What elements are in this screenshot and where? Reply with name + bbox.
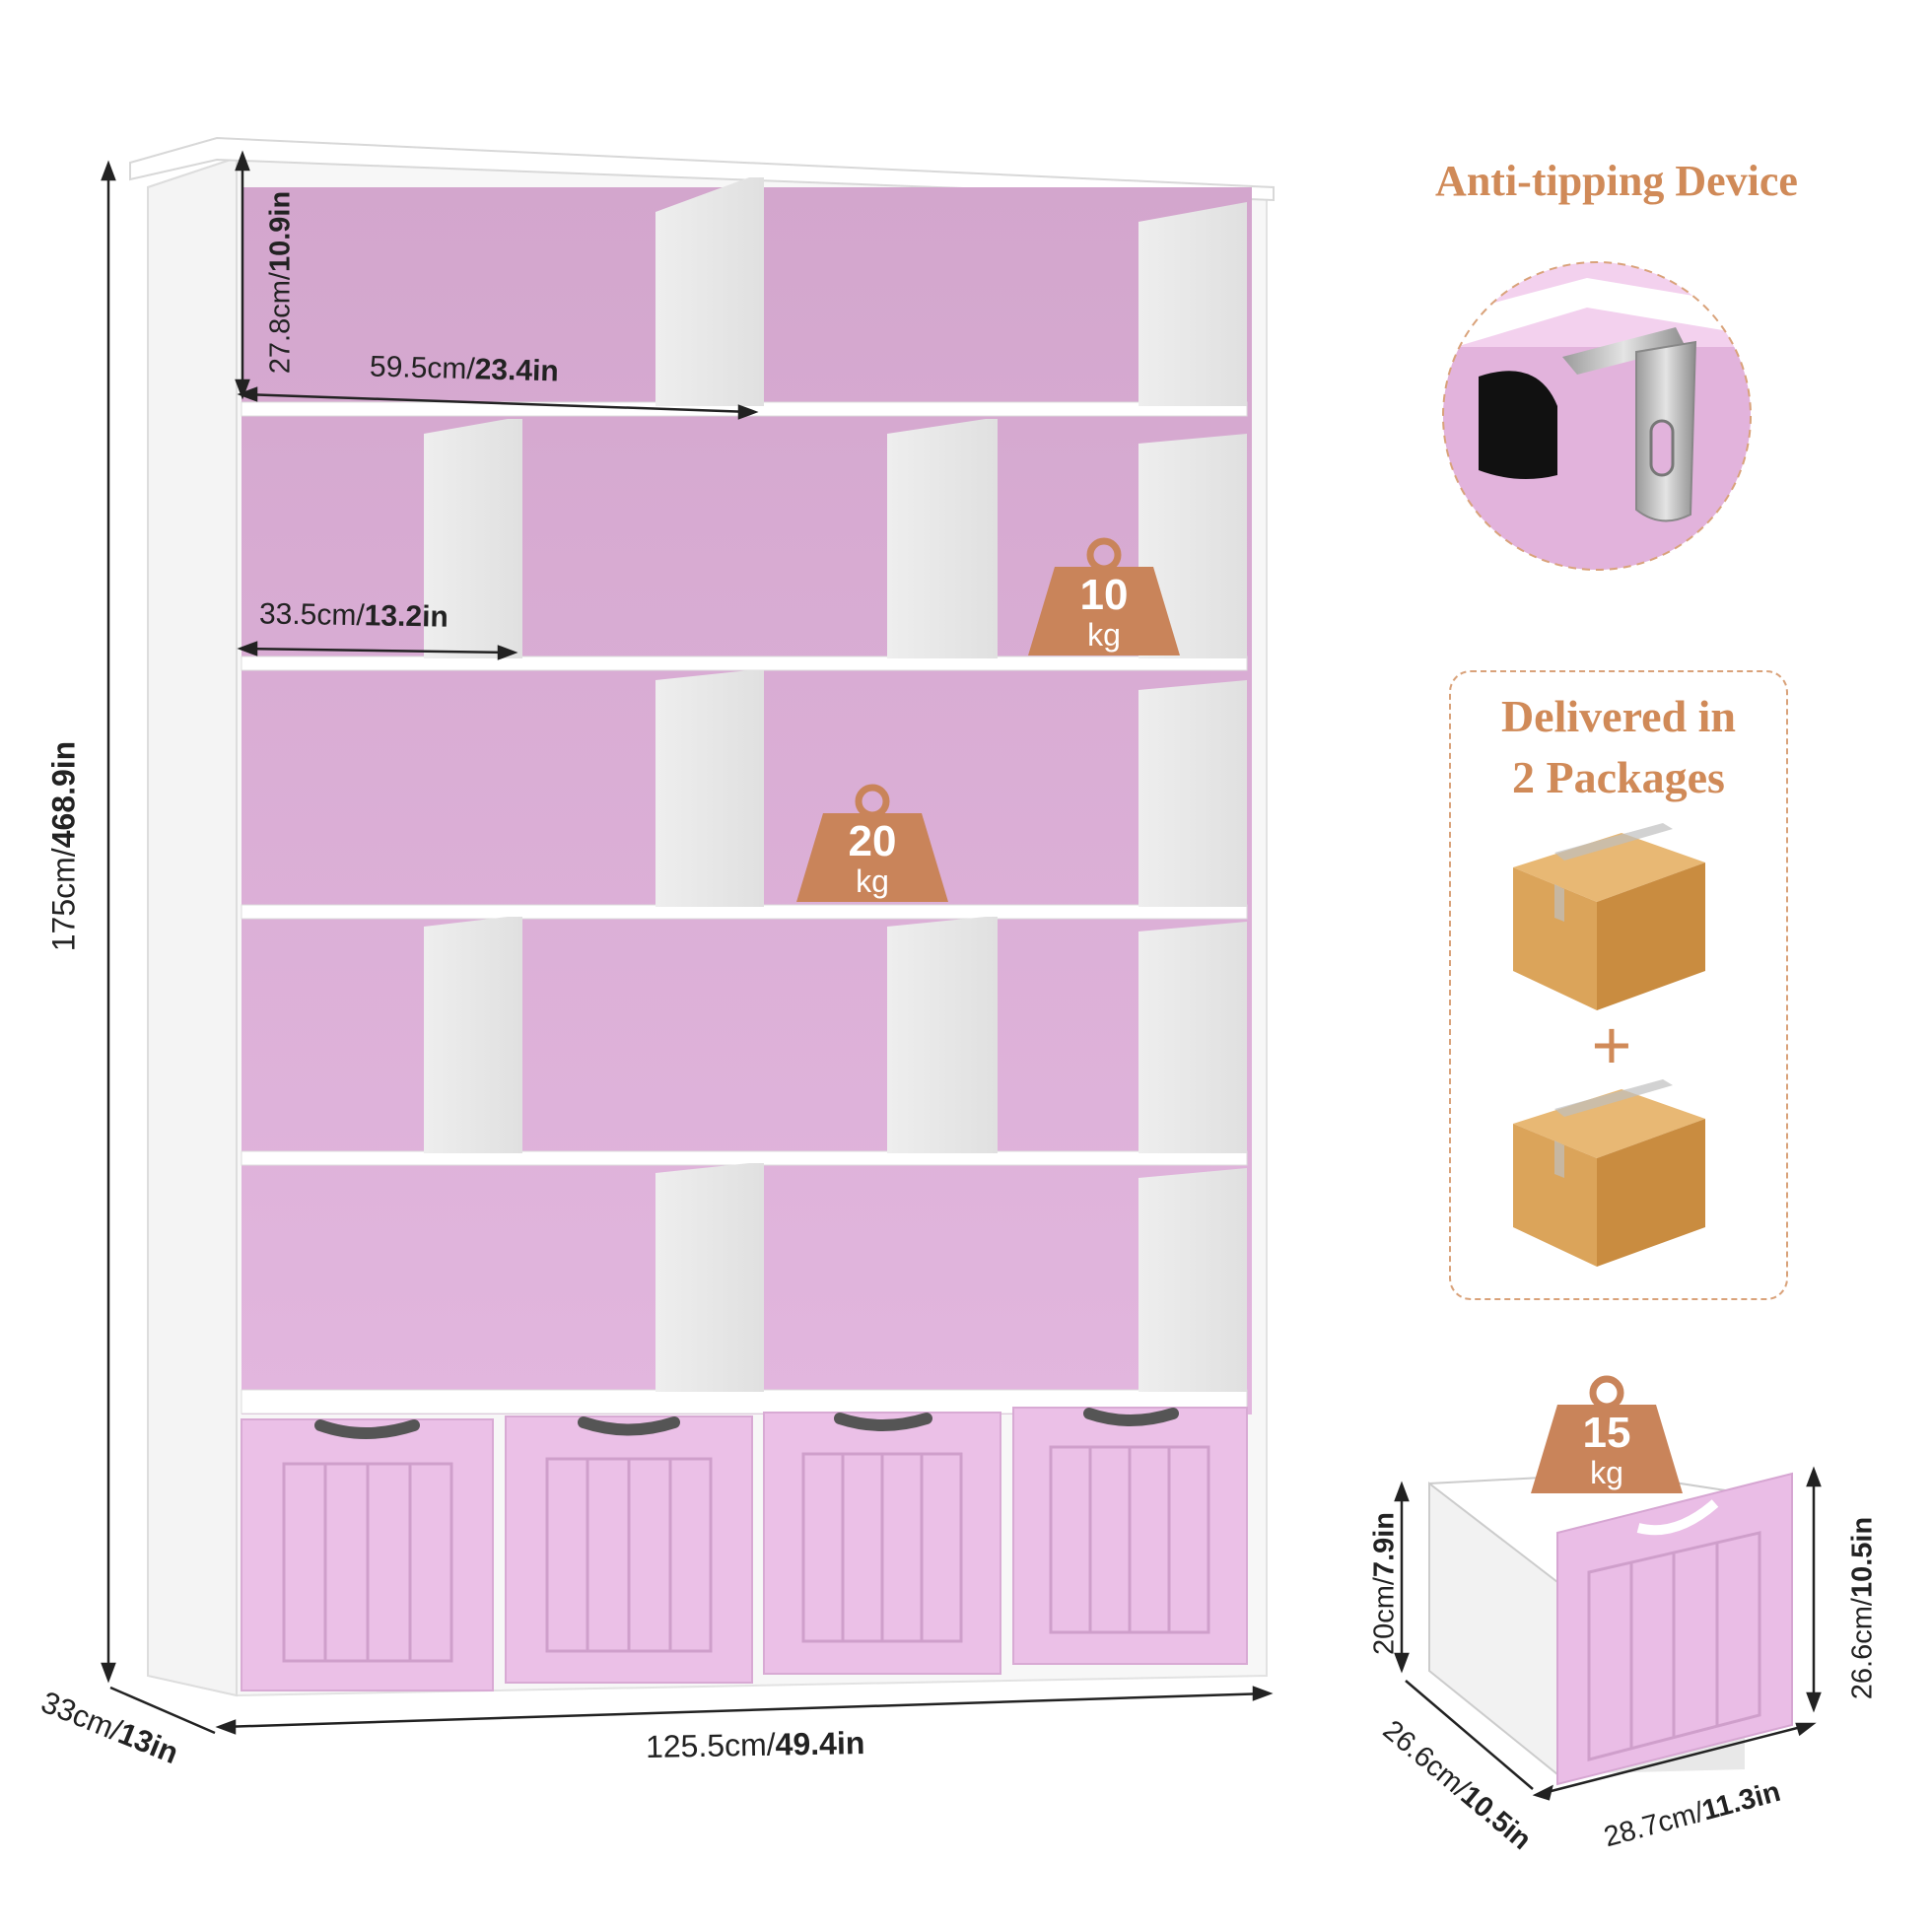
- cube-height-in: 10.9in: [264, 190, 297, 273]
- small-cube-width-cm: 33.5cm/: [258, 597, 366, 633]
- anti-tipping-bracket-icon: [1442, 261, 1752, 571]
- drawer-height-label: 20cm/7.9in: [1369, 1485, 1402, 1683]
- large-cube-width-in: 23.4in: [474, 353, 560, 388]
- drawer-front-height-in: 10.5in: [1846, 1516, 1879, 1599]
- cardboard-box-icon: [1513, 823, 1705, 1010]
- drawer-front-height-cm: 26.6cm/: [1846, 1598, 1879, 1700]
- weight-icon: 15 kg: [1531, 1375, 1683, 1493]
- weight-unit-15: kg: [1590, 1455, 1623, 1490]
- weight-value-20: 20: [849, 817, 897, 865]
- weight-value-10: 10: [1080, 571, 1129, 619]
- large-cube-width-cm: 59.5cm/: [369, 350, 476, 386]
- cube-height-dimension-label: 27.8cm/10.9in: [265, 160, 298, 406]
- packages-title-line2: 2 Packages: [1512, 752, 1725, 802]
- weight-unit-20: kg: [856, 863, 889, 899]
- drawer-front-height-label: 26.6cm/10.5in: [1847, 1495, 1880, 1722]
- height-cm: 175cm/: [45, 848, 82, 952]
- width-cm: 125.5cm/: [645, 1726, 776, 1764]
- bookshelf-illustration: 10 kg 20 kg: [101, 136, 1275, 1735]
- packages-panel: [1449, 670, 1788, 1300]
- packages-title-line1: Delivered in: [1500, 691, 1737, 741]
- drawer-height-cm: 20cm/: [1368, 1577, 1401, 1656]
- drawer-bin-icon: [241, 1407, 1248, 1691]
- drawer-bin-icon: 15 kg: [1394, 1375, 1822, 1801]
- width-in: 49.4in: [775, 1725, 865, 1762]
- small-cube-width-in: 13.2in: [364, 599, 449, 634]
- large-cube-width-label: 59.5cm/23.4in: [370, 350, 560, 388]
- height-in: 468.9in: [45, 740, 82, 849]
- weight-icon: 20 kg: [796, 784, 948, 902]
- height-dimension-label: 175cm/468.9in: [46, 724, 83, 970]
- weight-value-15: 15: [1583, 1409, 1631, 1457]
- weight-unit-10: kg: [1087, 617, 1121, 653]
- plus-icon: +: [1591, 1006, 1632, 1083]
- dimension-lines: [101, 150, 1274, 1735]
- small-cube-width-label: 33.5cm/13.2in: [259, 597, 448, 634]
- weight-icon: 10 kg: [1028, 537, 1180, 656]
- anti-tipping-title: Anti-tipping Device: [1435, 157, 1798, 205]
- cube-height-cm: 27.8cm/: [264, 272, 297, 375]
- width-dimension-label: 125.5cm/49.4in: [646, 1725, 865, 1765]
- drawer-height-in: 7.9in: [1368, 1511, 1401, 1578]
- cardboard-box-icon: [1513, 1079, 1705, 1267]
